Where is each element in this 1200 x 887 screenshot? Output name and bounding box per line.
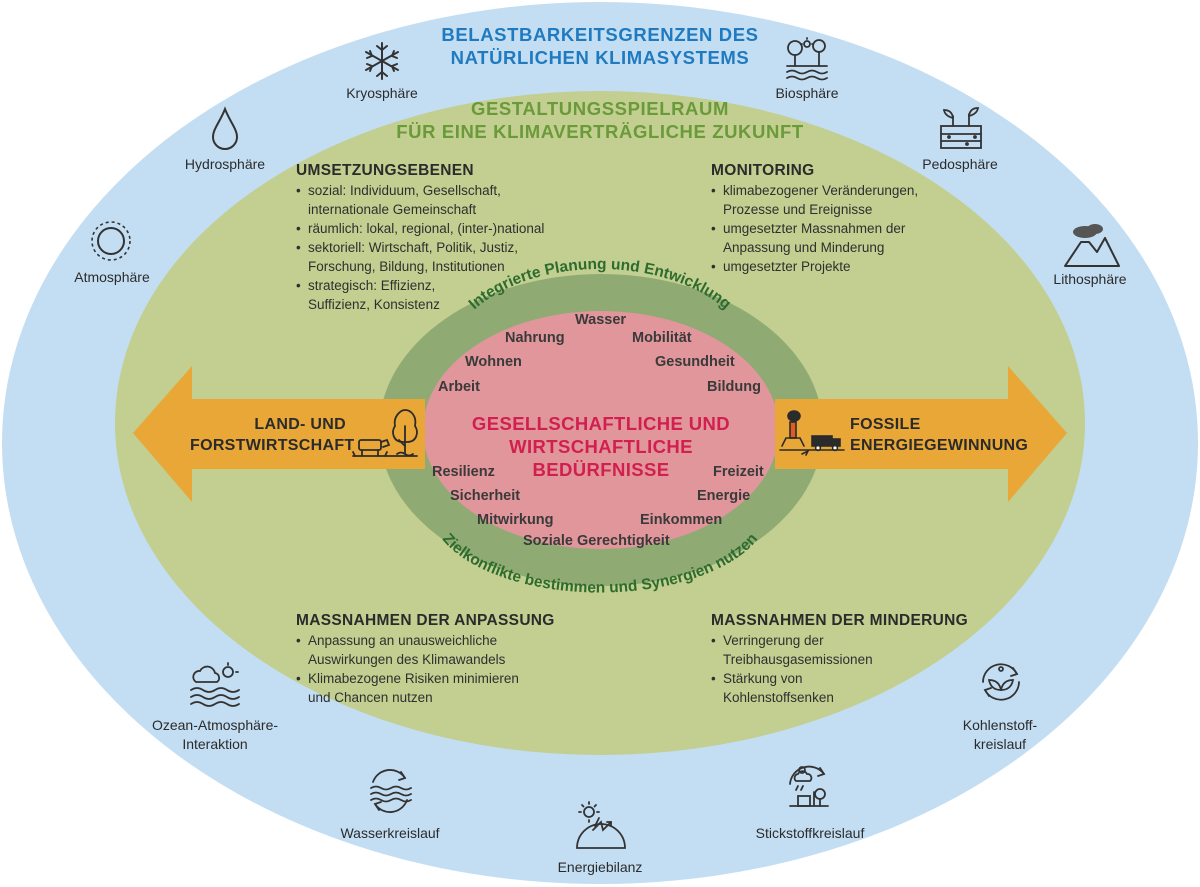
list-item: Stärkung von Kohlenstoffsenken <box>711 669 911 707</box>
list-item: Klimabezogene Risiken minimieren und Cha… <box>296 669 536 707</box>
anpassung-heading: MASSNAHMEN DER ANPASSUNG <box>296 612 555 629</box>
list-item: sektoriell: Wirtschaft, Politik, Justiz,… <box>296 238 551 276</box>
factory-truck-icon <box>779 410 845 456</box>
umsetzungsebenen-block: UMSETZUNGSEBENEN sozial: Individuum, Ges… <box>296 162 566 314</box>
anpassung-block: MASSNAHMEN DER ANPASSUNG Anpassung an un… <box>296 612 576 707</box>
seedling-soil-icon <box>940 107 982 149</box>
umsetzungsebenen-heading: UMSETZUNGSEBENEN <box>296 162 474 179</box>
water-cycle-icon <box>370 769 412 813</box>
plants-water-icon <box>786 37 828 81</box>
list-item: sozial: Individuum, Gesellschaft, intern… <box>296 181 551 219</box>
need-energie: Energie <box>697 488 751 504</box>
need-wohnen: Wohnen <box>465 354 522 370</box>
label-lithosphaere: Lithosphäre <box>1053 271 1127 287</box>
left-arrow <box>133 366 425 502</box>
ocean-cloud-icon <box>190 662 240 707</box>
list-item: Anpassung an unausweichliche Auswirkunge… <box>296 631 536 669</box>
need-freizeit: Freizeit <box>713 464 764 480</box>
minderung-block: MASSNAHMEN DER MINDERUNG Verringerung de… <box>711 612 991 707</box>
list-item: umgesetzter Projekte <box>711 257 936 276</box>
monitoring-heading: MONITORING <box>711 162 815 179</box>
sun-circle-icon <box>91 221 131 261</box>
label-hydrosphaere: Hydrosphäre <box>184 156 266 172</box>
need-wasser: Wasser <box>575 312 627 328</box>
label-stickstoffkreislauf: Stickstoffkreislauf <box>755 825 865 841</box>
list-item: umgesetzter Massnahmen der Anpassung und… <box>711 219 936 257</box>
list-item: klimabezogener Veränderungen, Prozesse u… <box>711 181 936 219</box>
need-soziale-gerechtigkeit: Soziale Gerechtigkeit <box>523 533 670 549</box>
core-ellipse <box>423 311 779 549</box>
label-kohlenstoffkreislauf: Kohlenstoff-kreislauf <box>962 717 1038 752</box>
label-pedosphaere: Pedosphäre <box>922 156 998 172</box>
label-biosphaere: Biosphäre <box>775 85 839 101</box>
water-drop-icon <box>211 106 239 150</box>
energy-balance-icon <box>576 801 626 849</box>
need-gesundheit: Gesundheit <box>655 354 735 370</box>
need-einkommen: Einkommen <box>640 512 723 528</box>
need-resilienz: Resilienz <box>432 464 495 480</box>
label-energiebilanz: Energiebilanz <box>557 859 643 875</box>
snowflake-icon <box>365 42 399 80</box>
need-arbeit: Arbeit <box>438 379 480 395</box>
label-wasserkreislauf: Wasserkreislauf <box>340 825 440 841</box>
nitrogen-cycle-icon <box>789 765 829 807</box>
right-arrow <box>775 366 1067 502</box>
list-item: räumlich: lokal, regional, (inter-)natio… <box>296 219 551 238</box>
carbon-cycle-icon <box>982 663 1020 701</box>
need-sicherheit: Sicherheit <box>450 488 521 504</box>
label-atmosphaere: Atmosphäre <box>74 269 150 285</box>
minderung-heading: MASSNAHMEN DER MINDERUNG <box>711 612 968 629</box>
list-item: strategisch: Effizienz, Suffizienz, Kons… <box>296 276 458 314</box>
need-mitwirkung: Mitwirkung <box>477 512 554 528</box>
need-nahrung: Nahrung <box>505 330 565 346</box>
label-kryosphaere: Kryosphäre <box>346 85 418 101</box>
volcano-icon <box>1064 224 1120 267</box>
tree-cow-icon <box>352 409 418 457</box>
list-item: Verringerung der Treibhausgasemissionen <box>711 631 911 669</box>
need-mobilitaet: Mobilität <box>632 330 692 346</box>
label-ozean-atmosphaere: Ozean-Atmosphäre-Interaktion <box>151 717 279 752</box>
need-bildung: Bildung <box>707 379 761 395</box>
monitoring-block: MONITORING klimabezogener Veränderungen,… <box>711 162 951 276</box>
